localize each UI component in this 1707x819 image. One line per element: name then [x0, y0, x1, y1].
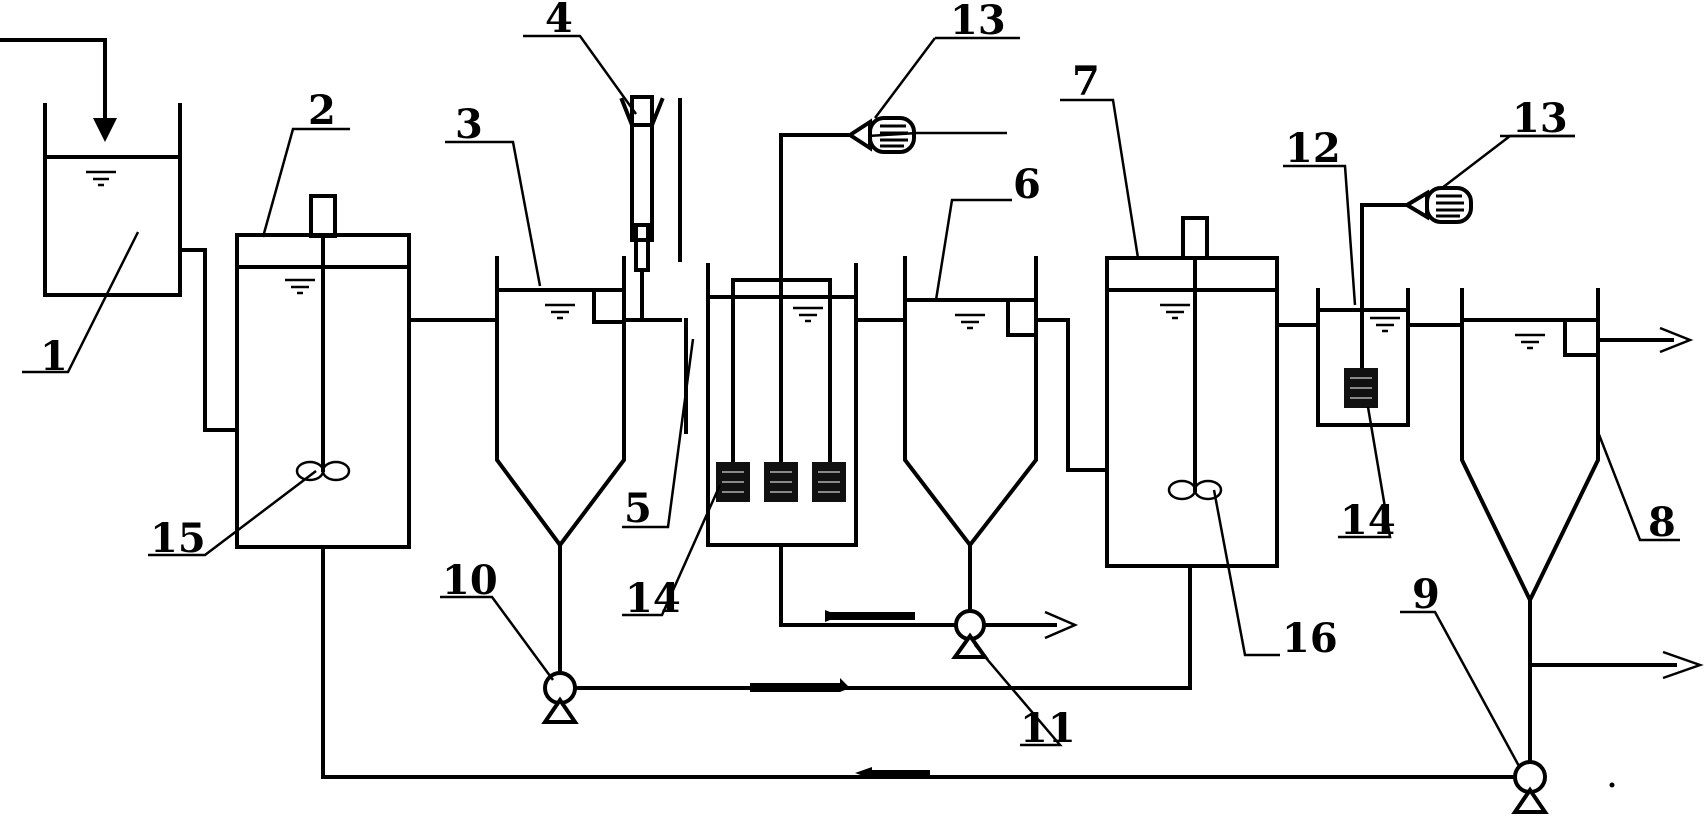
leader-13-left — [874, 36, 1020, 119]
label-14-left: 14 — [625, 575, 681, 622]
label-16: 16 — [1282, 615, 1338, 662]
label-6: 6 — [1013, 161, 1041, 208]
mixing-tank-7 — [1105, 216, 1279, 568]
pump-10 — [541, 543, 1192, 724]
settling-tank-8 — [1460, 288, 1704, 772]
label-14-right: 14 — [1340, 497, 1396, 544]
label-7: 7 — [1072, 58, 1100, 105]
label-11: 11 — [1020, 705, 1076, 752]
tank-12 — [1316, 203, 1410, 427]
leader-lines — [22, 34, 1680, 769]
label-3: 3 — [455, 101, 483, 148]
dosing-device-4 — [619, 95, 682, 322]
label-4: 4 — [545, 0, 573, 42]
agitator-impeller-icon — [295, 460, 351, 482]
agitator-impeller-icon — [1167, 479, 1223, 501]
pump-11 — [825, 609, 989, 659]
water-level-icon — [86, 170, 116, 187]
speck — [1609, 782, 1615, 788]
mixing-tank-2 — [235, 194, 411, 549]
label-13-left: 13 — [950, 0, 1006, 44]
label-9: 9 — [1412, 571, 1440, 618]
label-10: 10 — [442, 557, 498, 604]
aerator-diffuser-icon — [1344, 368, 1378, 408]
water-level-icon — [545, 303, 575, 320]
pump-9 — [321, 545, 1549, 814]
water-level-icon — [955, 313, 985, 330]
pipe-6-to-7 — [1034, 318, 1109, 472]
settling-tank-3 — [495, 256, 626, 549]
water-level-icon — [793, 306, 823, 323]
tank-1 — [43, 103, 182, 297]
label-12: 12 — [1285, 125, 1341, 172]
aerator-diffuser-icon — [716, 462, 846, 502]
label-15: 15 — [150, 515, 206, 562]
water-level-icon — [1515, 333, 1545, 350]
water-level-icon — [1160, 303, 1190, 320]
label-5: 5 — [624, 485, 652, 532]
water-level-icon — [285, 278, 315, 295]
inlet-pipe — [0, 38, 117, 142]
component-labels: 1 2 3 4 5 6 7 8 9 10 11 12 13 13 14 14 1… — [40, 0, 1676, 752]
settling-tank-6 — [903, 256, 1038, 614]
label-1: 1 — [40, 333, 68, 380]
pipe-1-to-2 — [178, 248, 239, 432]
aeration-reactor-5 — [706, 133, 1079, 640]
label-13-right: 13 — [1512, 95, 1568, 142]
water-level-icon — [1370, 316, 1400, 333]
label-2: 2 — [308, 87, 336, 134]
label-8: 8 — [1648, 499, 1676, 546]
blower-13-right — [1360, 186, 1473, 224]
